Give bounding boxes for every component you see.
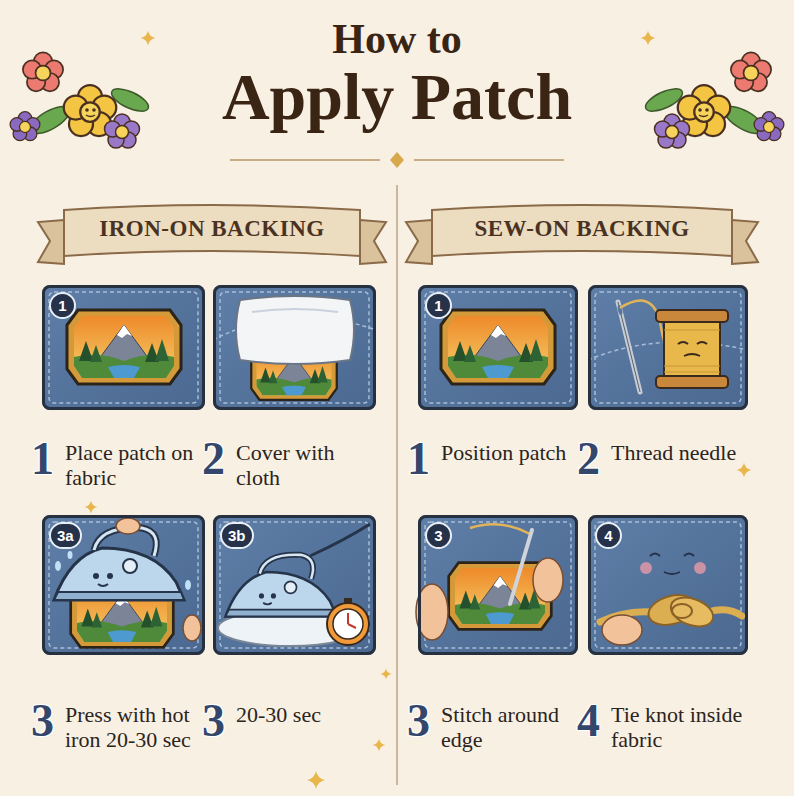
step-caption: Press with hot iron 20-30 sec (65, 703, 204, 752)
step-caption: 20-30 sec (236, 703, 375, 728)
banner-title: SEW-ON BACKING (474, 216, 689, 242)
step-tile: 2Thread needle (588, 285, 748, 410)
step-caption: Tie knot inside fabric (611, 703, 747, 752)
step-badge: 3 (425, 522, 452, 549)
step-badge: 3b (220, 522, 254, 549)
step-number: 1 (31, 436, 54, 482)
step-tile: 11Place patch on fabric (42, 285, 205, 410)
step-caption: Cover with cloth (236, 441, 375, 490)
step-badge: 4 (595, 522, 622, 549)
step-tile: 33Stitch around edge (418, 515, 578, 655)
step-badge: 1 (49, 292, 76, 319)
step-caption: Position patch (441, 441, 577, 466)
step-tile: 3b320-30 sec (213, 515, 376, 655)
banner-title: IRON-ON BACKING (99, 216, 324, 242)
step-tile: 11Position patch (418, 285, 578, 410)
step-number: 2 (577, 436, 600, 482)
subtitle-text: How to (0, 18, 794, 60)
step-badge: 3a (49, 522, 82, 549)
title-line: Apply Patch (222, 64, 572, 130)
step-caption: Stitch around edge (441, 703, 577, 752)
step-tile: 3a3Press with hot iron 20-30 sec (42, 515, 205, 655)
step-tile: 2Cover with cloth (213, 285, 376, 410)
step-number: 3 (407, 698, 430, 744)
step-caption: Thread needle (611, 441, 747, 466)
step-tile: 44Tie knot inside fabric (588, 515, 748, 655)
step-caption: Place patch on fabric (65, 441, 204, 490)
step-badge: 1 (425, 292, 452, 319)
step-number: 2 (202, 436, 225, 482)
section-banner: IRON-ON BACKING (62, 206, 362, 252)
section-banner: SEW-ON BACKING (432, 206, 732, 252)
step-number: 1 (407, 436, 430, 482)
step-number: 3 (202, 698, 225, 744)
step-number: 3 (31, 698, 54, 744)
title-text: Apply Patch (0, 64, 794, 130)
step-number: 4 (577, 698, 600, 744)
label-text: How to (332, 18, 462, 60)
